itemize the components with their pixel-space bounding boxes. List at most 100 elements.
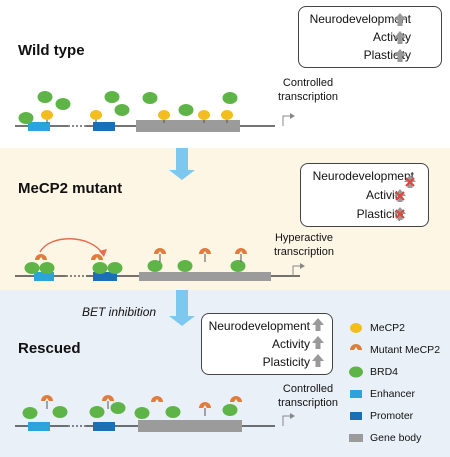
down-arrow-icon — [169, 290, 195, 326]
outcome-line-1: Controlled — [282, 77, 334, 89]
mutant-mecp2-protein — [235, 248, 247, 254]
mutant-mecp2-protein — [230, 396, 242, 402]
brd4-protein — [230, 260, 246, 272]
brd4-protein — [39, 262, 55, 274]
rescued-outcome: Controlled transcription — [262, 382, 354, 410]
rescued-title: Rescued — [18, 340, 81, 357]
mecp2-protein — [158, 110, 170, 120]
tss-arrow — [282, 115, 290, 126]
bet-inhibition-label: BET inhibition — [82, 305, 157, 319]
legend-gene-body-icon — [349, 434, 363, 442]
brd4-protein — [52, 406, 68, 418]
mutant-mecp2-protein — [102, 395, 114, 401]
enhancer-region — [28, 122, 50, 131]
brd4-protein — [222, 92, 238, 104]
looping-arrowhead — [99, 249, 107, 257]
mutant-mecp2-protein — [35, 254, 47, 260]
mutant-mecp2-protein — [350, 344, 362, 350]
mecp2-protein — [41, 110, 53, 120]
brd4-protein — [114, 104, 130, 116]
down-arrow-icon — [169, 148, 195, 180]
mutant-mecp2-protein — [154, 248, 166, 254]
brd4-protein — [55, 98, 71, 110]
brd4-protein — [142, 92, 158, 104]
up-arrow-icon — [312, 336, 324, 349]
neurodevelopment-label: Neurodevelopment — [309, 12, 411, 26]
tss-arrowhead — [300, 263, 305, 269]
legend-label-brd4: BRD4 — [370, 366, 399, 378]
up-arrow-icon — [312, 318, 324, 331]
brd4-protein — [178, 104, 194, 116]
gene-body — [136, 120, 240, 132]
legend-label-gene-body: Gene body — [370, 432, 422, 444]
brd4-protein — [89, 406, 105, 418]
wild-type-phenotype-box: Neurodevelopment Activity Plasticity — [298, 6, 442, 68]
brd4-protein — [18, 112, 34, 124]
brd4-protein — [22, 407, 38, 419]
neurodevelopment-label: Neurodevelopment — [312, 169, 414, 183]
legend-brd4-icon — [349, 366, 363, 378]
mutant-outcome: Hyperactive transcription — [258, 231, 350, 259]
brd4-protein — [165, 406, 181, 418]
mutant-title: MeCP2 mutant — [18, 180, 123, 197]
legend-label-mecp2: MeCP2 — [370, 322, 406, 334]
rescued-phenotype-box: Neurodevelopment Activity Plasticity — [201, 313, 333, 375]
mecp2-protein — [221, 110, 233, 120]
mutant-mecp2-protein — [151, 396, 163, 402]
legend-enhancer-icon — [350, 390, 362, 398]
promoter-region — [93, 422, 115, 431]
cross-icon — [405, 177, 415, 187]
mecp2-protein — [198, 110, 210, 120]
brd4-protein — [110, 402, 126, 414]
promoter-region — [93, 272, 117, 281]
tss-arrowhead — [290, 113, 295, 119]
gene-body — [138, 420, 242, 432]
up-arrow-icon — [394, 31, 406, 44]
legend-label-enhancer: Enhancer — [370, 388, 415, 400]
activity-label: Activity — [271, 337, 310, 351]
legend-label-mutant-mecp2: Mutant MeCP2 — [370, 344, 441, 356]
outcome-line-2: transcription — [278, 397, 338, 409]
brd4-protein — [107, 262, 123, 274]
brd4-protein — [37, 91, 53, 103]
brd4-protein — [222, 404, 238, 416]
up-arrow-icon — [312, 354, 324, 367]
brd4-protein — [134, 407, 150, 419]
brd4-protein — [92, 262, 108, 274]
brd4-protein — [177, 260, 193, 272]
mutant-mecp2-protein — [41, 395, 53, 401]
cross-icon — [395, 209, 405, 219]
enhancer-region — [34, 272, 54, 281]
mutant-mecp2-protein — [199, 402, 211, 408]
legend-label-promoter: Promoter — [370, 410, 414, 422]
cross-icon — [395, 191, 405, 201]
brd4-protein — [104, 91, 120, 103]
gene-body — [139, 272, 271, 281]
enhancer-region — [28, 422, 50, 431]
mutant-phenotype-box: Neurodevelopment Activity Plasticity — [300, 163, 429, 227]
neurodevelopment-label: Neurodevelopment — [208, 319, 310, 333]
brd4-protein — [147, 260, 163, 272]
outcome-line-2: transcription — [278, 91, 338, 103]
outcome-line-1: Hyperactive — [274, 232, 334, 244]
promoter-region — [93, 122, 115, 131]
tss-arrow — [282, 415, 290, 426]
up-arrow-icon — [394, 49, 406, 62]
tss-arrow — [292, 265, 300, 276]
legend-promoter-icon — [350, 412, 362, 420]
outcome-line-1: Controlled — [282, 383, 334, 395]
mutant-mecp2-protein — [199, 248, 211, 254]
brd4-protein — [24, 262, 40, 274]
plasticity-label: Plasticity — [356, 207, 404, 221]
plasticity-label: Plasticity — [262, 355, 310, 369]
legend-mecp2-icon — [350, 323, 362, 333]
up-arrow-icon — [394, 13, 406, 26]
mutant-mecp2-protein — [91, 254, 103, 260]
mecp2-protein — [90, 110, 102, 120]
tss-arrowhead — [290, 413, 295, 419]
outcome-line-2: transcription — [274, 246, 334, 258]
activity-label: Activity — [365, 188, 404, 202]
wild-type-outcome: Controlled transcription — [262, 76, 354, 104]
wild-type-title: Wild type — [18, 42, 85, 59]
